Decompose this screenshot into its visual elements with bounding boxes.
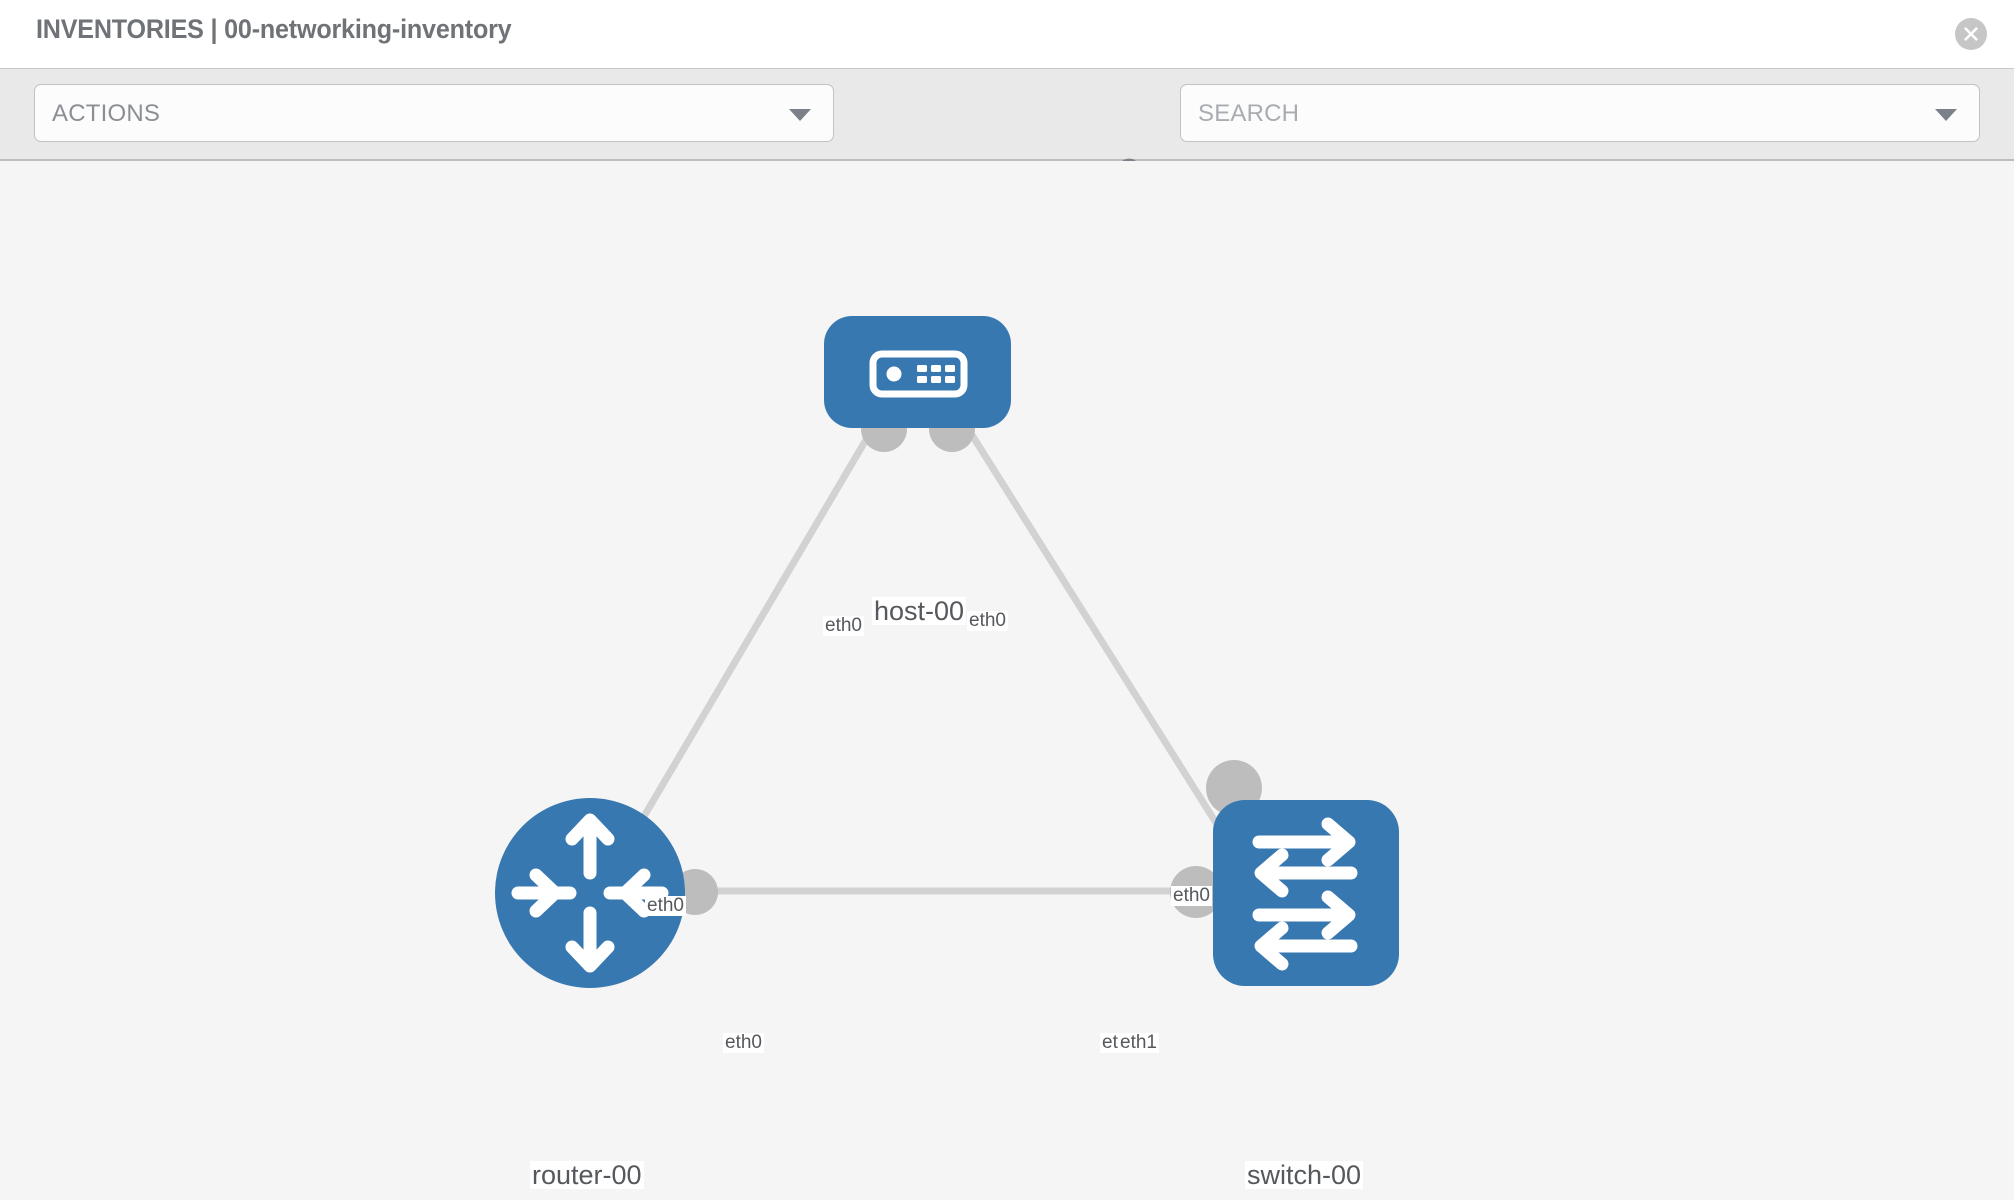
actions-dropdown[interactable]: ACTIONS	[34, 84, 834, 142]
port-label-switch-up: eth0	[1171, 885, 1212, 906]
link-host-switch[interactable]	[957, 414, 1243, 863]
node-label-switch-00: switch-00	[1245, 1160, 1364, 1190]
node-switch-00[interactable]	[1213, 800, 1399, 986]
topology-graph	[495, 316, 1399, 988]
node-label-router-00: router-00	[530, 1160, 644, 1190]
topology-ports	[672, 406, 1262, 918]
port-label-host-left: eth0	[823, 615, 864, 636]
topology-canvas[interactable]: host-00 router-00 switch-00 eth0 eth0 et…	[0, 161, 2014, 1200]
link-host-router[interactable]	[596, 414, 884, 893]
port-label-switch-left-b: eth1	[1118, 1032, 1159, 1053]
port-label-host-right: eth0	[967, 610, 1008, 631]
toolbar: ACTIONS	[0, 68, 2014, 196]
search-placeholder: SEARCH	[1198, 100, 1300, 127]
chevron-down-icon	[789, 109, 811, 121]
search-chevron-down-icon[interactable]	[1935, 109, 1957, 121]
search-input[interactable]: SEARCH	[1180, 84, 1980, 142]
port-label-router-right: eth0	[723, 1032, 764, 1053]
page-title: INVENTORIES | 00-networking-inventory	[36, 14, 512, 44]
page-header: INVENTORIES | 00-networking-inventory	[0, 0, 2014, 68]
node-host-00[interactable]	[824, 316, 1011, 428]
topology-links	[596, 414, 1243, 895]
actions-dropdown-label: ACTIONS	[52, 100, 161, 127]
node-label-host-00: host-00	[872, 596, 967, 626]
port-label-router-up: eth0	[645, 895, 686, 916]
close-icon[interactable]	[1955, 18, 1987, 50]
node-router-00[interactable]	[495, 798, 685, 988]
